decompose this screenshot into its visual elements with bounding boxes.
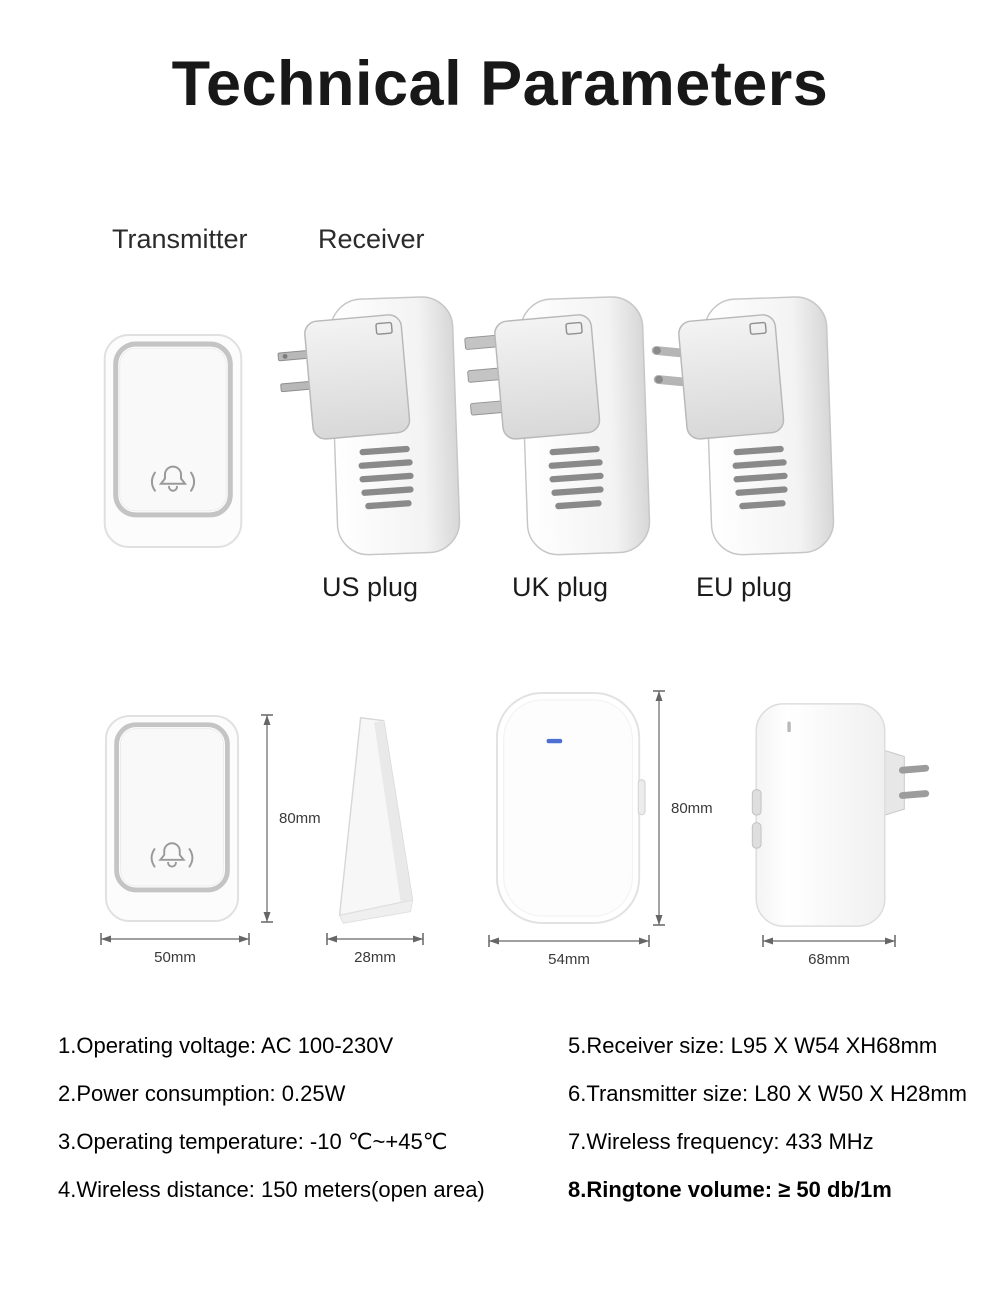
side-button (637, 779, 646, 816)
spec-operating-temperature: 3.Operating temperature: -10 ℃~+45℃ (58, 1129, 448, 1154)
bell-icon (150, 842, 194, 868)
transmitter-label: Transmitter (112, 224, 248, 254)
side-buttons (751, 789, 762, 849)
us-plug-prongs (277, 350, 313, 393)
plug-face (494, 314, 601, 440)
page-title: Technical Parameters (171, 49, 829, 119)
transmitter-height-dimension: 80mm (260, 714, 321, 923)
spec-power-consumption: 2.Power consumption: 0.25W (58, 1081, 346, 1106)
receiver-uk-image (464, 292, 652, 562)
transmitter-height-label: 80mm (279, 810, 321, 827)
transmitter-image (102, 333, 244, 549)
receiver-label: Receiver (318, 224, 425, 254)
receiver-side-svg (751, 703, 930, 927)
transmitter-front-svg (104, 715, 240, 922)
bell-icon (150, 465, 196, 492)
eu-plug-pins (878, 748, 930, 818)
transmitter-svg (103, 334, 243, 548)
receiver-front-svg (495, 692, 646, 924)
dimension-line-icon (326, 933, 424, 945)
receiver-side-view (751, 700, 930, 930)
speaker-grille (732, 445, 788, 510)
spec-receiver-size: 5.Receiver size: L95 X W54 XH68mm (568, 1033, 938, 1058)
spec-wireless-frequency: 7.Wireless frequency: 433 MHz (568, 1129, 874, 1154)
transmitter-side-view (328, 712, 424, 927)
receiver-depth-dimension: 68mm (762, 934, 896, 968)
dimension-line-icon (261, 714, 273, 923)
transmitter-front-view (104, 714, 240, 923)
receiver-eu-image (651, 292, 836, 562)
spec-list-right: 5.Receiver size: L95 X W54 XH68mm 6.Tran… (568, 1032, 967, 1224)
speaker-grille (358, 445, 414, 510)
receiver-height-label: 80mm (671, 799, 713, 817)
receiver-width-dimension: 54mm (488, 934, 650, 968)
receiver-us-svg (277, 296, 461, 556)
plug-face (678, 314, 785, 440)
receiver-uk-svg (464, 296, 651, 556)
receiver-eu-svg (651, 296, 835, 556)
receiver-us-image (277, 292, 462, 562)
plug-face (304, 314, 411, 440)
dimension-line-icon (488, 935, 650, 947)
transmitter-width-label: 50mm (154, 949, 196, 966)
receiver-width-label: 54mm (548, 951, 590, 968)
led-slot (787, 721, 791, 733)
receiver-depth-label: 68mm (808, 951, 850, 968)
spec-operating-voltage: 1.Operating voltage: AC 100-230V (58, 1033, 394, 1058)
dimension-line-icon (762, 935, 896, 947)
spec-list-left: 1.Operating voltage: AC 100-230V 2.Power… (58, 1032, 485, 1224)
us-plug-label: US plug (321, 572, 419, 602)
led-indicator (546, 738, 563, 744)
transmitter-width-dimension: 50mm (100, 932, 250, 966)
uk-plug-label: UK plug (511, 572, 609, 602)
spec-ringtone-volume: 8.Ringtone volume: ≥ 50 db/1m (568, 1177, 892, 1202)
spec-wireless-distance: 4.Wireless distance: 150 meters(open are… (58, 1177, 485, 1202)
spec-transmitter-size: 6.Transmitter size: L80 X W50 X H28mm (568, 1081, 967, 1106)
transmitter-depth-dimension: 28mm (326, 932, 424, 966)
dimension-line-icon (653, 690, 665, 926)
transmitter-depth-label: 28mm (354, 949, 396, 966)
speaker-grille (548, 445, 604, 510)
dimension-line-icon (100, 933, 250, 945)
receiver-height-dimension: 80mm (652, 690, 713, 926)
transmitter-side-svg (338, 717, 414, 924)
eu-plug-label: EU plug (695, 572, 793, 602)
receiver-front-view (494, 690, 646, 926)
